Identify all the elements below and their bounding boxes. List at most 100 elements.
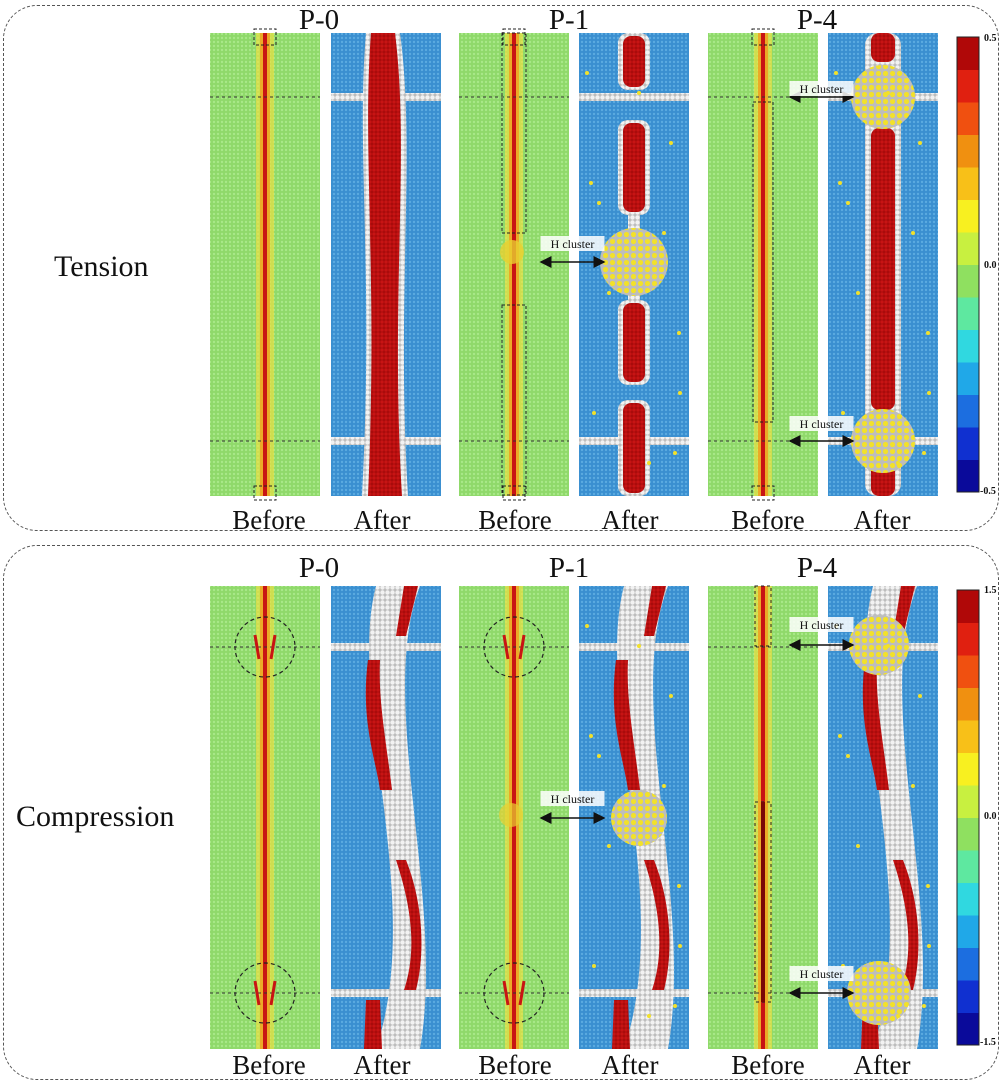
caption-tension-p0-before: Before (232, 505, 306, 535)
compression-p4-before-box-top (754, 585, 772, 647)
tension-p1-after-h-atom-0 (585, 71, 589, 75)
tension-p4-after-h-atom-0 (834, 71, 838, 75)
caption-compression-p4-after: After (853, 1050, 911, 1080)
compression-p0-before-circle-1 (234, 962, 296, 1024)
compression-p4-after-h-atom-11 (896, 1014, 900, 1018)
caption-compression-p4-before: Before (731, 1050, 805, 1080)
tension-colorbar-cell-4 (957, 329, 979, 363)
tension-p0-before-core (263, 33, 267, 496)
compression-colorbar-cell-7 (957, 785, 979, 818)
tension-p1-h-label-0: H cluster (551, 237, 595, 251)
compression-p4-before-core-dark (761, 802, 765, 1002)
compression-p0-after-red-top (396, 586, 418, 636)
compression-colorbar-cell-6 (957, 817, 979, 851)
tension-p4-after-red-seg-0 (871, 33, 895, 62)
compression-p1-after-h-atom-5 (673, 1004, 677, 1008)
tension-p4-after-h-atom-6 (886, 91, 890, 95)
compression-colorbar-cell-12 (957, 622, 979, 656)
tension-p1-after-h-atom-8 (607, 291, 611, 295)
tension-p1-before-hspot (500, 240, 524, 264)
tension-p4-before-core (761, 33, 765, 496)
tension-p0-after-red-core (368, 33, 402, 496)
tension-p4-after-hcluster-top (851, 65, 915, 129)
compression-p1-h-label-0: H cluster (551, 792, 595, 806)
tension-frame (3, 5, 999, 531)
tension-h-label-bg-2-0 (789, 81, 854, 96)
compression-colorbar-cell-8 (957, 752, 979, 786)
tension-colorbar-cell-3 (957, 362, 979, 395)
tension-colorbar-cell-7 (957, 232, 979, 265)
caption-tension-p4-before: Before (731, 505, 805, 535)
caption-tension-p4-after: After (853, 505, 911, 535)
tension-p4-after-h-atom-5 (922, 451, 926, 455)
tension-p1-after-h-atom-7 (662, 231, 666, 235)
compression-colorbar-cell-9 (957, 720, 979, 753)
compression-p1-after-h-atom-11 (647, 1014, 651, 1018)
tension-p4-after-h-atom-8 (856, 291, 860, 295)
tension-colorbar-cell-8 (957, 199, 979, 233)
row-label-tension: Tension (54, 250, 149, 283)
compression-p0-after-red-upper (365, 660, 392, 790)
compression-h-label-bg-2-1 (789, 966, 854, 981)
colorbar-compression-max: 1.5 (984, 585, 997, 596)
caption-compression-p1-before: Before (478, 1050, 552, 1080)
compression-p0-before-spikes-0 (253, 634, 277, 660)
compression-p4-after-h-atom-2 (918, 694, 922, 698)
compression-p4-after-h-atom-1 (846, 754, 850, 758)
caption-compression-p0-before: Before (232, 1050, 306, 1080)
tension-p1-after-red-seg-0 (623, 36, 645, 87)
compression-p1-after-h-atom-8 (607, 844, 611, 848)
compression-colorbar-cell-5 (957, 850, 979, 883)
tension-p1-after-h-atom-6 (637, 91, 641, 95)
tension-colorbar-border (956, 36, 980, 493)
caption-tension-p0-after: After (353, 505, 411, 535)
tension-colorbar-cell-13 (957, 37, 979, 70)
colorbar-tension-mid: 0.0 (984, 260, 997, 271)
compression-h-label-bg-2-0 (789, 617, 854, 632)
compression-p1-before-circle-0 (483, 616, 545, 678)
tension-colorbar-cell-1 (957, 427, 979, 460)
compression-p0-before-core (263, 586, 267, 1049)
compression-colorbar-cell-3 (957, 915, 979, 948)
compression-colorbar-cell-11 (957, 655, 979, 688)
tension-p4-h-label-0: H cluster (800, 82, 844, 96)
tension-p1-after-band-0 (579, 93, 689, 101)
compression-p4-after-red-upper (862, 660, 889, 790)
tension-h-label-bg-1-0 (540, 236, 605, 251)
tension-p4-after-h-atom-10 (838, 181, 842, 185)
compression-p1-before-spikes-1 (502, 980, 526, 1006)
title-tension-p0: P-0 (298, 4, 340, 36)
compression-p1-after-h-atom-0 (585, 624, 589, 628)
compression-p1-after-h-atom-2 (669, 694, 673, 698)
compression-p1-after-red-lower (644, 860, 670, 990)
caption-compression-p0-after: After (353, 1050, 411, 1080)
tension-p1-before-box-bottom (502, 485, 526, 501)
title-tension-p4: P-4 (796, 4, 838, 36)
tension-p1-before-box-upper (501, 32, 527, 234)
compression-p4-after-hcluster-top (849, 615, 909, 675)
tension-p1-after-h-atom-5 (673, 451, 677, 455)
title-tension-p1: P-1 (548, 4, 590, 36)
colorbar-tension-max: 0.5 (984, 33, 997, 44)
caption-tension-p1-after: After (601, 505, 659, 535)
tension-p1-after-red-seg-1 (623, 123, 645, 212)
tension-colorbar-cell-2 (957, 394, 979, 428)
compression-p1-after-h-atom-10 (589, 734, 593, 738)
compression-colorbar-border (956, 589, 980, 1046)
tension-p1-after-h-atom-10 (589, 181, 593, 185)
tension-colorbar-cell-5 (957, 297, 979, 330)
compression-p4-after-h-atom-7 (911, 784, 915, 788)
compression-colorbar-cell-10 (957, 687, 979, 721)
title-compression-p1: P-1 (548, 552, 590, 584)
compression-p1-after-h-atom-3 (677, 884, 681, 888)
tension-p4-before-box-mid (752, 101, 774, 423)
tension-p0-before-box-top (253, 28, 277, 46)
tension-p1-after-red-seg-3 (623, 403, 645, 493)
colorbar-compression-min: -1.5 (980, 1037, 996, 1048)
compression-p4-after-h-atom-3 (926, 884, 930, 888)
tension-colorbar-cell-9 (957, 167, 979, 200)
compression-colorbar-cell-0 (957, 1012, 979, 1046)
row-label-compression: Compression (16, 800, 175, 833)
compression-p1-after-h-atom-9 (678, 944, 682, 948)
